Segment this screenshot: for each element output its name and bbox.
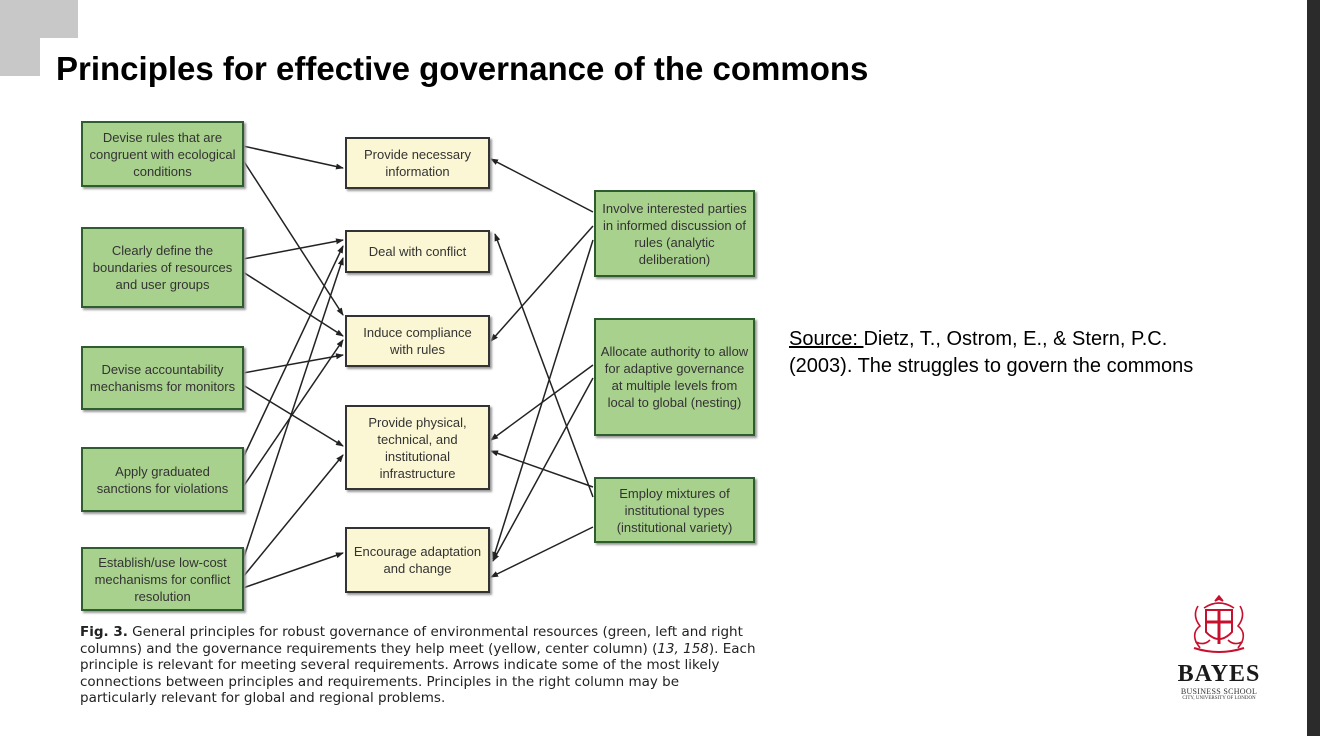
- corner-decoration-cutout: [40, 38, 78, 76]
- principle-label: Allocate authority to allow for adaptive…: [600, 344, 749, 410]
- arrow: [490, 225, 594, 342]
- arrow: [242, 159, 344, 316]
- arrow: [242, 339, 344, 488]
- caption-label: Fig. 3.: [80, 624, 128, 640]
- arrow: [242, 238, 344, 260]
- arrow: [242, 245, 344, 459]
- requirement-label: Deal with conflict: [368, 244, 467, 259]
- slide-title: Principles for effective governance of t…: [56, 50, 869, 87]
- arrow: [490, 364, 594, 441]
- arrow: [490, 158, 594, 213]
- requirement-box: Provide necessary information: [345, 137, 490, 189]
- arrow: [242, 353, 344, 374]
- requirement-label: Provide necessary information: [364, 147, 471, 179]
- logo-name: BAYES: [1177, 661, 1261, 687]
- principle-box: Clearly define the boundaries of resourc…: [81, 227, 244, 308]
- arrow: [490, 526, 594, 578]
- arrow: [242, 257, 344, 561]
- caption-reference: 13, 158: [657, 640, 709, 657]
- principle-box: Allocate authority to allow for adaptive…: [594, 318, 755, 436]
- requirement-label: Induce compliance with rules: [363, 325, 472, 357]
- principle-label: Employ mixtures of institutional types (…: [616, 485, 733, 535]
- figure-caption: Fig. 3. General principles for robust go…: [80, 624, 760, 707]
- principle-box: Apply graduated sanctions for violations: [81, 447, 244, 512]
- requirement-box: Induce compliance with rules: [345, 315, 490, 367]
- logo-university: CITY, UNIVERSITY OF LONDON: [1182, 696, 1256, 701]
- arrow: [492, 239, 594, 560]
- arrow: [490, 450, 594, 488]
- principle-box: Involve interested parties in informed d…: [594, 190, 755, 277]
- arrow: [494, 233, 594, 498]
- requirement-box: Deal with conflict: [345, 230, 490, 273]
- requirement-label: Encourage adaptation and change: [353, 544, 482, 576]
- requirement-label: Provide physical, technical, and institu…: [368, 414, 467, 481]
- principle-box: Employ mixtures of institutional types (…: [594, 477, 755, 543]
- arrow: [242, 145, 344, 170]
- principle-label: Apply graduated sanctions for violations: [96, 463, 229, 496]
- window-edge: [1307, 0, 1320, 736]
- arrow: [242, 271, 344, 337]
- principle-label: Involve interested parties in informed d…: [602, 200, 747, 267]
- principle-box: Establish/use low-cost mechanisms for co…: [81, 547, 244, 611]
- caption-text: General principles for robust governance…: [80, 624, 743, 657]
- arrow: [242, 384, 344, 447]
- source-citation: Source: Dietz, T., Ostrom, E., & Stern, …: [789, 326, 1209, 380]
- bayes-logo: BAYES BUSINESS SCHOOL CITY, UNIVERSITY O…: [1174, 590, 1264, 705]
- principle-label: Devise accountability mechanisms for mon…: [89, 362, 236, 394]
- source-text: Dietz, T., Ostrom, E., & Stern, P.C. (20…: [789, 328, 1194, 377]
- caption-text: ). Each principle is relevant for meetin…: [80, 640, 756, 707]
- arrow: [242, 552, 344, 589]
- principle-label: Devise rules that are congruent with eco…: [89, 129, 236, 179]
- principle-box: Devise accountability mechanisms for mon…: [81, 346, 244, 410]
- principle-box: Devise rules that are congruent with eco…: [81, 121, 244, 187]
- arrow: [242, 454, 344, 578]
- principle-label: Establish/use low-cost mechanisms for co…: [94, 554, 231, 604]
- principle-label: Clearly define the boundaries of resourc…: [92, 243, 233, 292]
- requirement-box: Encourage adaptation and change: [345, 527, 490, 593]
- crest-icon: [1193, 594, 1245, 653]
- logo-subtitle: BUSINESS SCHOOL: [1180, 687, 1258, 696]
- requirement-box: Provide physical, technical, and institu…: [345, 405, 490, 490]
- source-label: Source:: [789, 328, 864, 350]
